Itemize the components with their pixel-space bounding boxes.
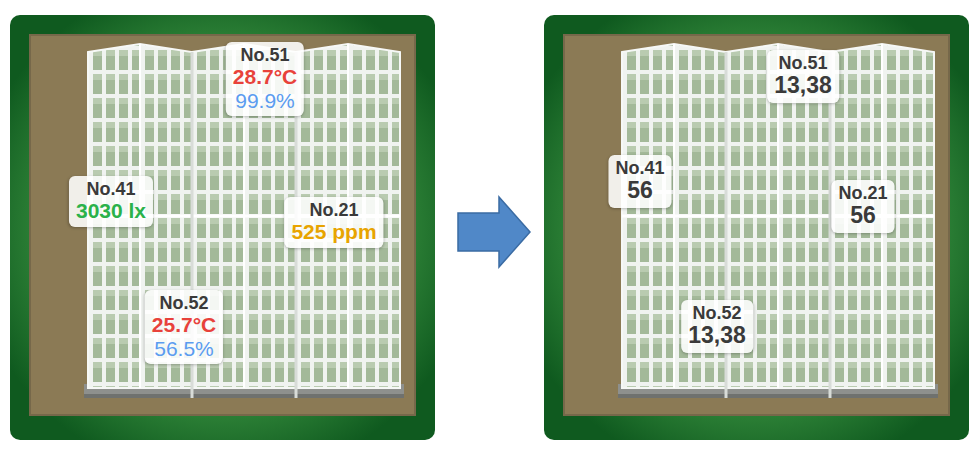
sensor-value: 99.9%	[233, 89, 297, 113]
house-number: No.21	[291, 200, 376, 220]
house-number: No.41	[76, 179, 146, 199]
house-number: No.51	[774, 53, 832, 73]
flow-arrow	[458, 197, 530, 267]
sensor-label: No.2156	[831, 180, 894, 233]
sensor-value: 56.5%	[152, 337, 216, 361]
sensor-value: 56	[615, 178, 664, 204]
sensor-value: 525 ppm	[291, 220, 376, 244]
sensor-value: 56	[838, 203, 887, 229]
house-number: No.52	[152, 293, 216, 313]
sensor-label: No.5113,38	[767, 50, 839, 103]
sensor-label: No.21525 ppm	[284, 197, 383, 248]
sensor-label: No.4156	[608, 155, 671, 208]
sensor-value: 3030 lx	[76, 199, 146, 223]
sensor-value: 28.7°C	[233, 65, 297, 89]
house-number: No.21	[838, 183, 887, 203]
sensor-label: No.413030 lx	[69, 176, 153, 227]
sensor-label: No.5225.7°C56.5%	[145, 290, 223, 364]
sensor-label: No.5128.7°C99.9%	[226, 42, 304, 116]
house-number: No.52	[688, 303, 746, 323]
house-number: No.51	[233, 45, 297, 65]
sensor-value: 13,38	[774, 73, 832, 99]
sensor-label: No.5213,38	[681, 300, 753, 353]
sensor-value: 13,38	[688, 323, 746, 349]
house-number: No.41	[615, 158, 664, 178]
greenhouse-panel	[544, 15, 969, 440]
greenhouse-panel	[10, 15, 435, 440]
sensor-value: 25.7°C	[152, 313, 216, 337]
